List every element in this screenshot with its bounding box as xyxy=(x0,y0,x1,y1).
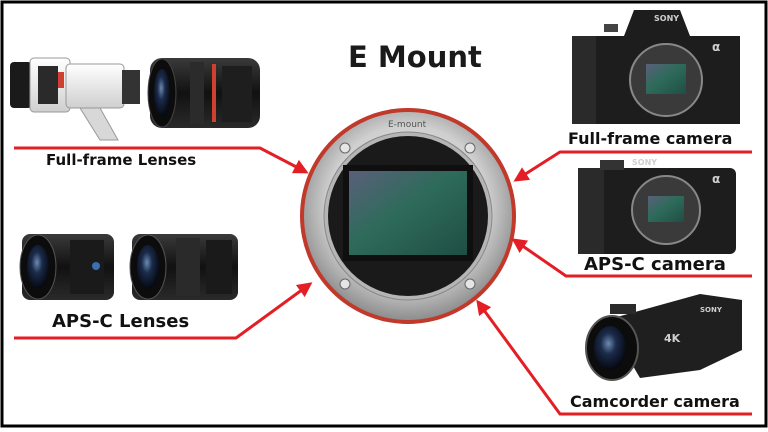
arrow-camcorder xyxy=(476,299,752,416)
label-apsc-lenses: APS-C Lenses xyxy=(52,311,190,332)
full-frame-camera-brand: SONY xyxy=(654,14,680,23)
label-camcorder-camera: Camcorder camera xyxy=(570,392,740,411)
page-title: E Mount xyxy=(348,40,482,74)
label-full-frame-lenses: Full-frame Lenses xyxy=(46,151,197,169)
apsc-camera xyxy=(578,160,736,254)
apsc-lens-zoom xyxy=(129,234,238,300)
arrow-full-frame-lenses xyxy=(14,146,309,174)
apsc-camera-model-mark: α xyxy=(712,172,721,186)
label-apsc-camera: APS-C camera xyxy=(584,254,726,275)
e-mount-illustration xyxy=(300,108,516,324)
arrow-apsc-camera xyxy=(511,238,752,278)
full-frame-lens-telephoto xyxy=(10,57,140,141)
apsc-camera-brand: SONY xyxy=(632,158,658,167)
full-frame-lens-standard xyxy=(147,58,260,128)
camcorder xyxy=(585,294,742,381)
full-frame-camera xyxy=(572,10,740,124)
arrow-apsc-lenses xyxy=(14,282,313,340)
label-full-frame-camera: Full-frame camera xyxy=(568,129,733,148)
camcorder-4k-badge: 4K xyxy=(664,332,681,345)
apsc-lens-prime xyxy=(19,234,114,300)
mount-engraving-label: E-mount xyxy=(388,120,427,130)
full-frame-camera-model-mark: α xyxy=(712,40,721,54)
camcorder-brand: SONY xyxy=(700,306,722,314)
arrow-full-frame-camera xyxy=(513,150,752,182)
